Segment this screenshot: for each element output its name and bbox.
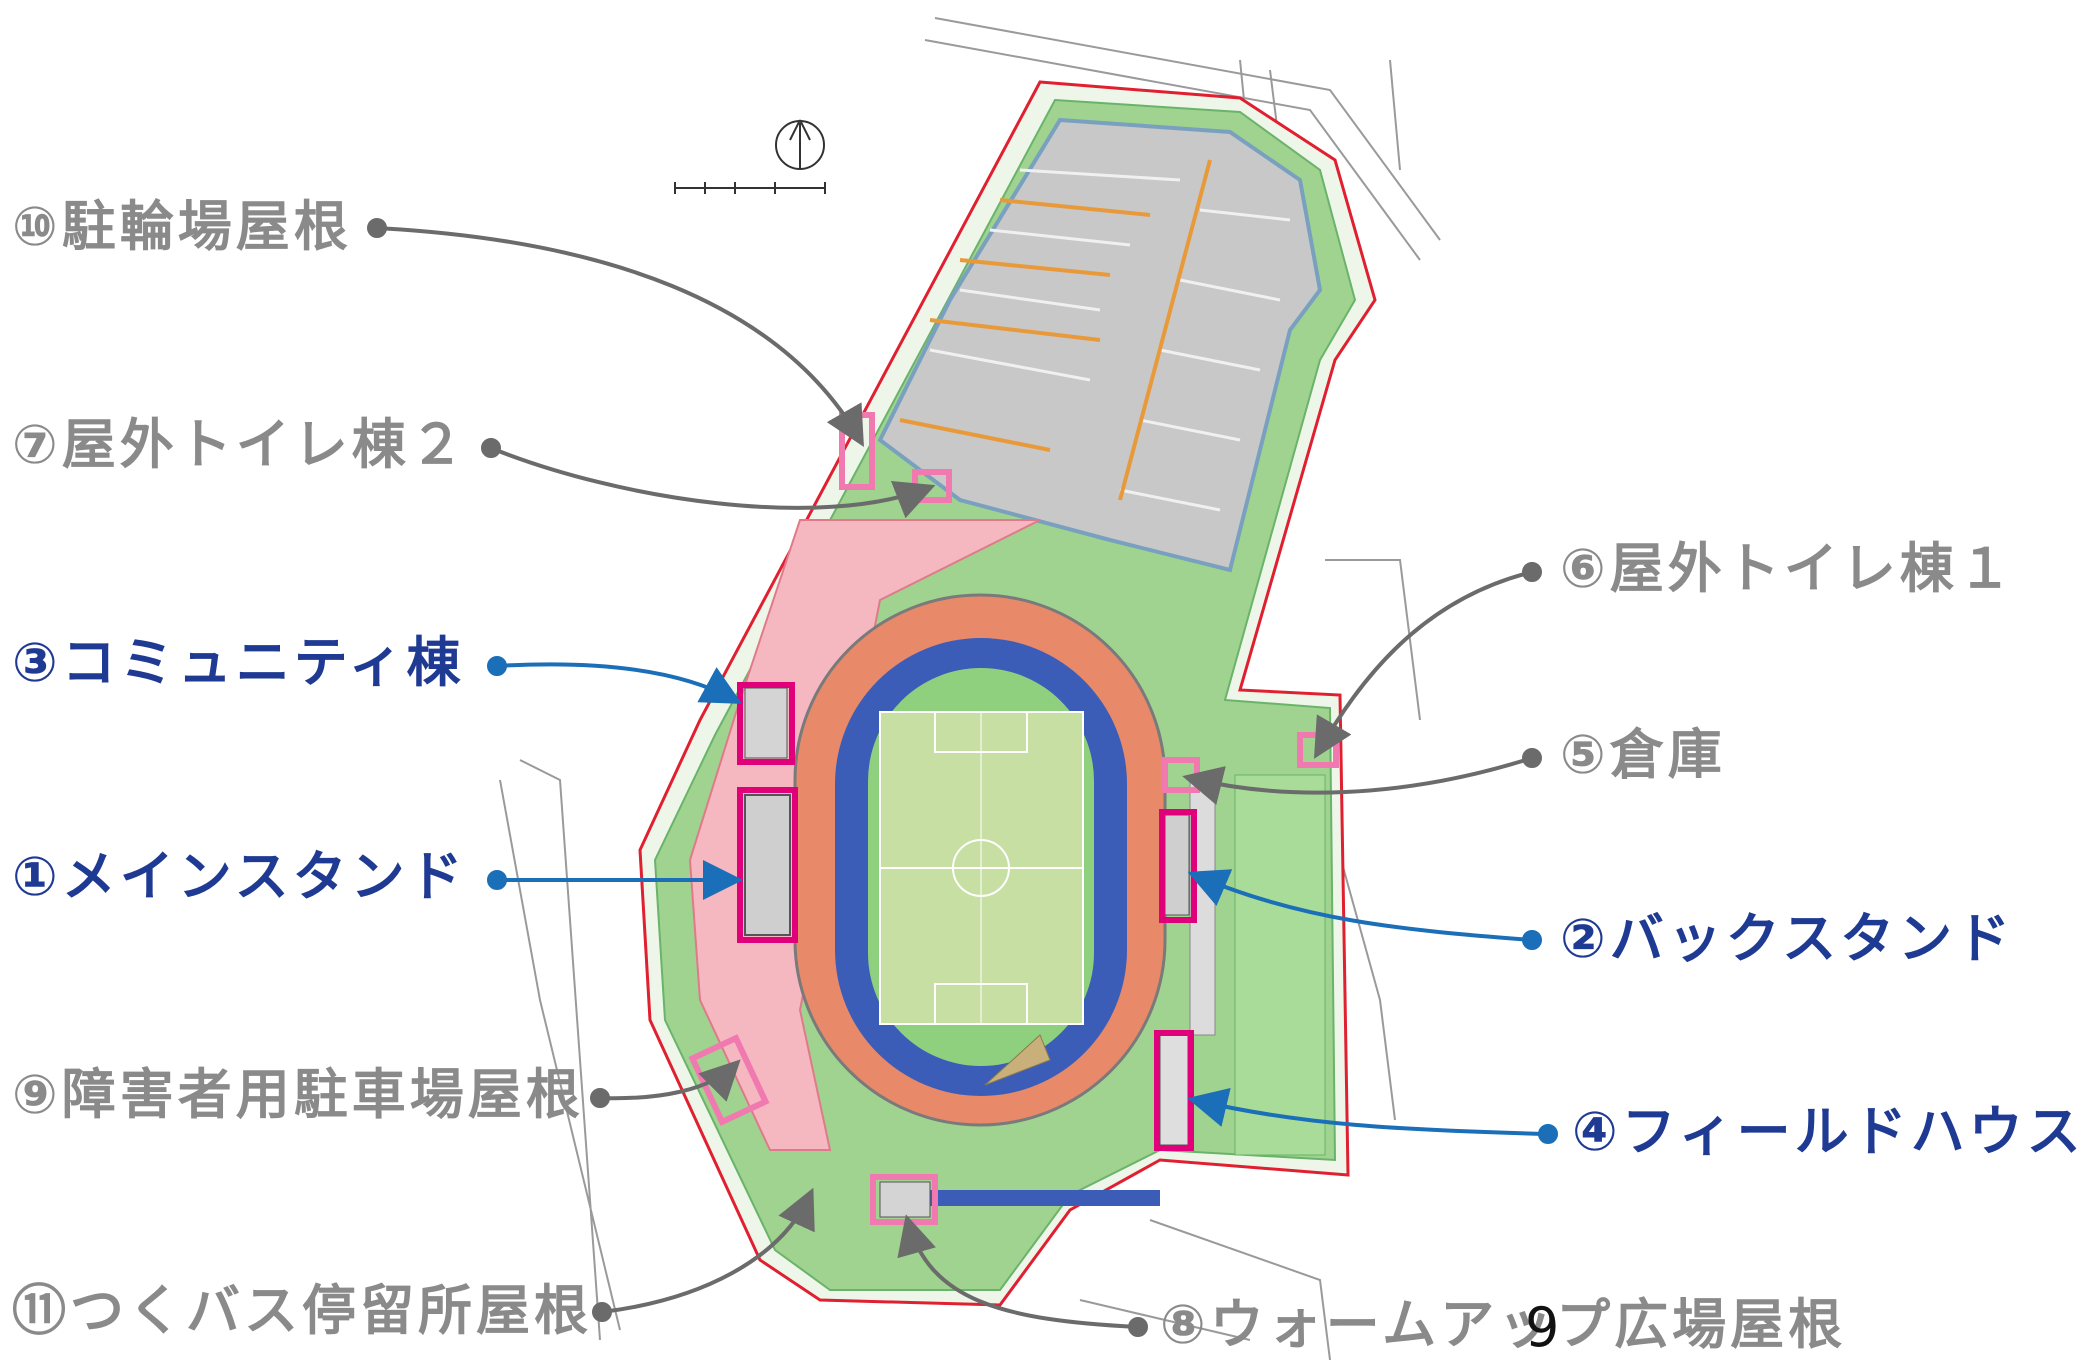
warmup-roof-structure xyxy=(879,1181,931,1218)
label-community-building: ③コミュニティ棟 xyxy=(12,631,465,694)
label-outdoor-toilet-2: ⑦屋外トイレ棟２ xyxy=(12,413,468,476)
scale-bar-icon xyxy=(674,182,826,194)
back-stand-structure xyxy=(1164,814,1190,916)
community-building-structure xyxy=(744,687,788,759)
throwing-sector xyxy=(984,1034,1051,1086)
parking-rows xyxy=(929,168,1291,512)
field-house-structure xyxy=(1159,1034,1189,1146)
surrounding-roads xyxy=(499,17,1441,1360)
parking-orange-lines xyxy=(899,159,1212,501)
gray-leader-lines xyxy=(367,218,1542,1337)
blue-leader-lines xyxy=(487,656,1558,1144)
pink-plaza xyxy=(688,519,1041,1151)
main-stand-structure xyxy=(744,794,791,936)
page-number: 9 xyxy=(1525,1296,1560,1359)
penalty-box-bottom xyxy=(934,983,1028,1025)
label-warmup-plaza-roof: ⑧ウォームアップ広場屋根 xyxy=(1160,1293,1847,1356)
north-arrow-icon xyxy=(775,119,825,170)
label-back-stand: ②バックスタンド xyxy=(1560,907,2015,970)
penalty-box-top xyxy=(934,711,1028,753)
warmup-track xyxy=(880,1190,1160,1206)
parking-area xyxy=(877,117,1323,573)
label-storage: ⑤倉庫 xyxy=(1560,723,1726,786)
east-lawn xyxy=(1234,774,1326,1156)
label-bicycle-parking-roof: ⑩駐輪場屋根 xyxy=(12,195,352,258)
highlight-back-stand xyxy=(1159,809,1197,923)
label-bus-stop-roof: ⑪つくバス停留所屋根 xyxy=(12,1279,592,1342)
highlight-community xyxy=(737,682,795,765)
label-disabled-parking-roof: ⑨障害者用駐車場屋根 xyxy=(12,1063,584,1126)
label-field-house: ④フィールドハウス xyxy=(1572,1100,2085,1163)
label-outdoor-toilet-1: ⑥屋外トイレ棟１ xyxy=(1560,537,2016,600)
label-main-stand: ①メインスタンド xyxy=(12,845,467,908)
